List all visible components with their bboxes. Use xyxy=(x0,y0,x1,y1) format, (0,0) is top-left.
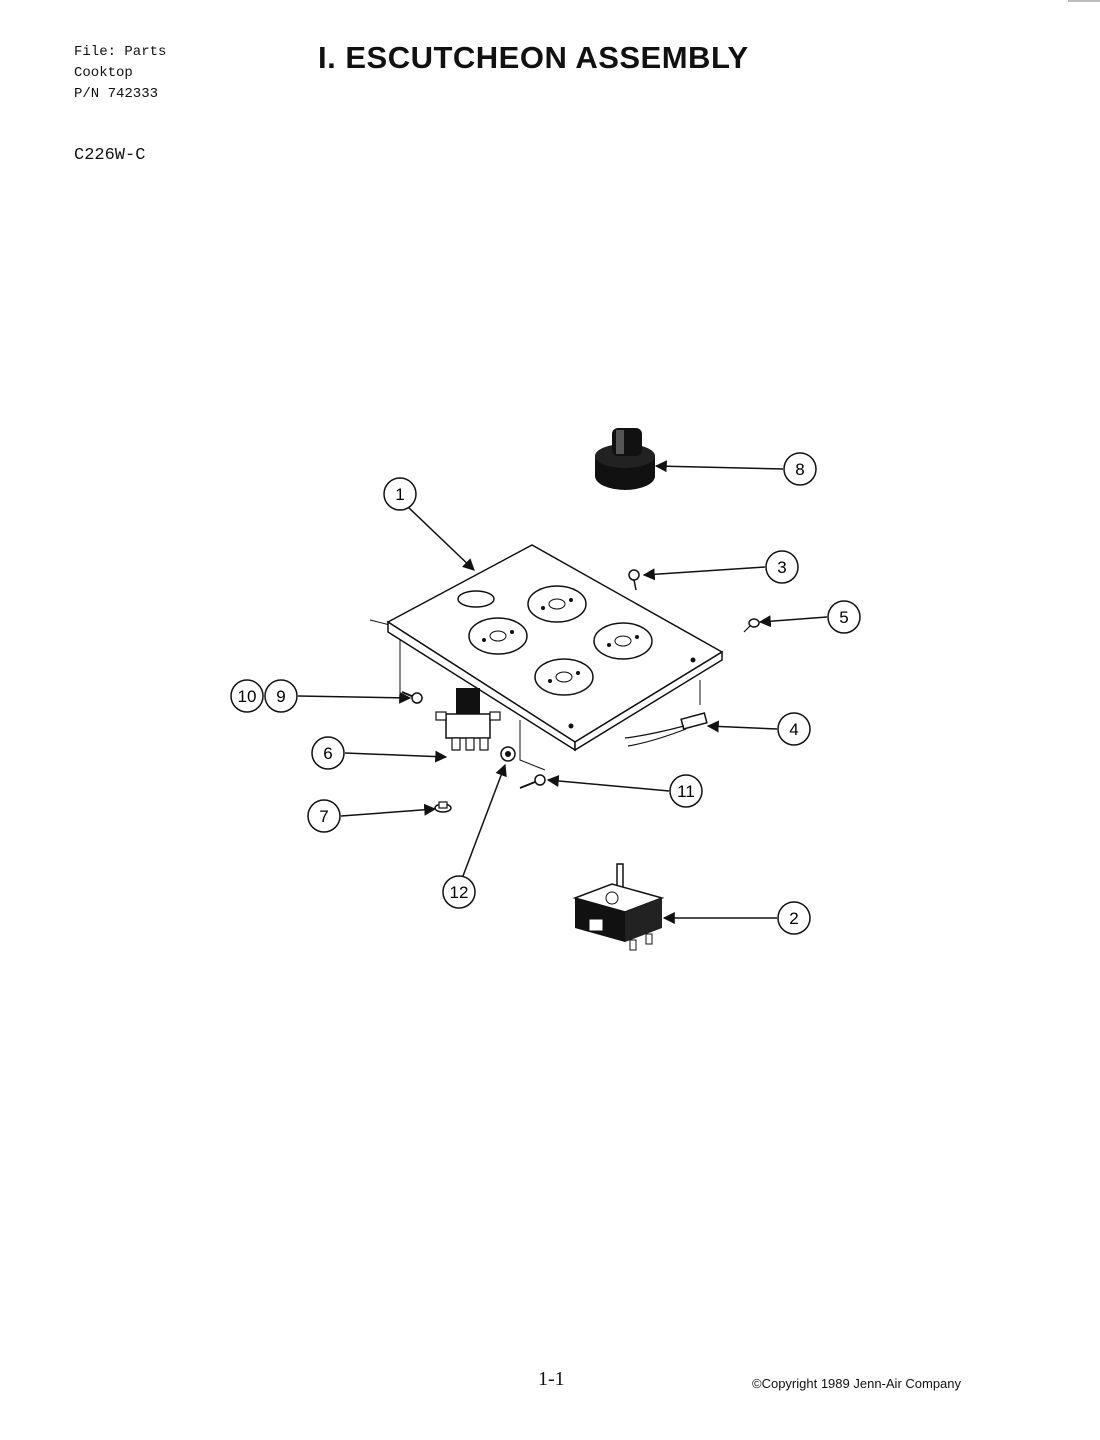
knob-part xyxy=(595,428,655,490)
callout-9: 9 xyxy=(264,679,298,713)
svg-text:9: 9 xyxy=(276,687,285,706)
burner-hole-3 xyxy=(593,622,653,660)
svg-text:5: 5 xyxy=(839,608,848,627)
burner-hole-2 xyxy=(468,617,528,655)
callout-12: 12 xyxy=(442,875,476,909)
svg-text:4: 4 xyxy=(789,720,798,739)
callout-10: 10 xyxy=(230,679,264,713)
corner-scan-mark xyxy=(1068,0,1100,2)
svg-text:2: 2 xyxy=(789,909,798,928)
svg-text:11: 11 xyxy=(677,782,695,801)
part-number-line: P/N 742333 xyxy=(74,86,159,102)
svg-text:10: 10 xyxy=(238,687,257,706)
screw-part-3 xyxy=(628,569,640,591)
page-number: 1-1 xyxy=(538,1368,565,1390)
leader-lines xyxy=(297,460,828,924)
callout-8: 8 xyxy=(783,452,817,486)
callout-6: 6 xyxy=(311,736,345,770)
svg-text:7: 7 xyxy=(319,807,328,826)
file-line: File: Parts xyxy=(74,44,167,60)
burner-hole-1 xyxy=(527,585,587,623)
escutcheon-panel-part xyxy=(369,544,724,771)
svg-text:3: 3 xyxy=(777,558,786,577)
svg-text:8: 8 xyxy=(795,460,804,479)
callout-2: 2 xyxy=(777,901,811,935)
infinite-switch-part xyxy=(572,863,665,951)
svg-text:12: 12 xyxy=(450,883,469,902)
model-number: C226W-C xyxy=(74,146,146,165)
callout-11: 11 xyxy=(669,774,703,808)
page-title: I. ESCUTCHEON ASSEMBLY xyxy=(318,40,749,75)
switch-part xyxy=(435,688,501,751)
burner-hole-4 xyxy=(534,658,594,696)
clip-part xyxy=(434,801,452,813)
svg-text:6: 6 xyxy=(323,744,332,763)
copyright-notice: ©Copyright 1989 Jenn-Air Company xyxy=(752,1376,962,1391)
file-info: File: Parts Cooktop P/N 742333 xyxy=(74,42,166,105)
screw-part-11 xyxy=(519,774,546,789)
svg-text:1: 1 xyxy=(395,485,404,504)
callout-3: 3 xyxy=(765,550,799,584)
callout-4: 4 xyxy=(777,712,811,746)
callout-7: 7 xyxy=(307,799,341,833)
category-line: Cooktop xyxy=(74,65,133,81)
nut-part xyxy=(500,746,516,762)
screw-part-5 xyxy=(743,618,760,633)
callout-1: 1 xyxy=(383,477,417,511)
callout-5: 5 xyxy=(827,600,861,634)
wire-harness-part xyxy=(624,712,708,747)
